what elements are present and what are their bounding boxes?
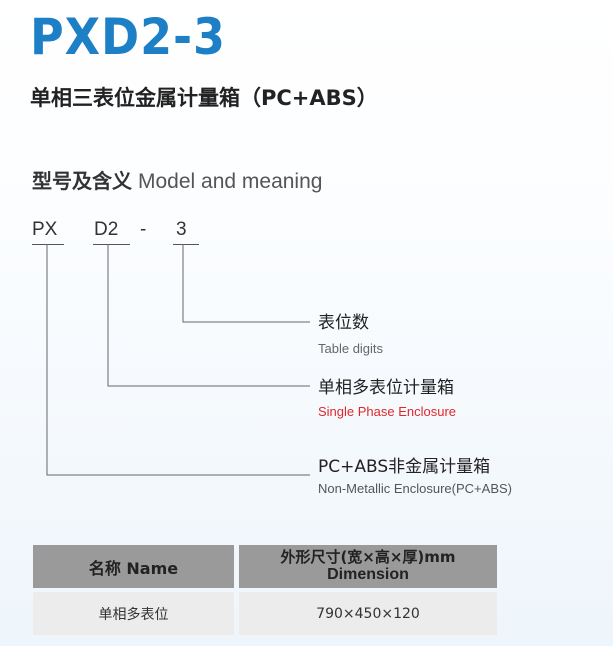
legend-series-en: Non-Metallic Enclosure(PC+ABS) <box>318 481 512 496</box>
connector-series <box>46 244 310 476</box>
legend-enclosure-type-en: Single Phase Enclosure <box>318 404 457 419</box>
table-header-name-label: 名称 Name <box>88 558 179 578</box>
connector-enclosure-type <box>107 244 310 387</box>
code-part-series: PX <box>32 219 58 240</box>
section-heading-cn: 型号及含义 <box>32 169 132 193</box>
table-header-dimension-en: Dimension <box>327 565 409 583</box>
product-subtitle: 单相三表位金属计量箱（PC+ABS） <box>30 86 378 110</box>
code-underline-series <box>32 244 64 245</box>
legend-enclosure-type-cn: 单相多表位计量箱 <box>318 378 454 398</box>
connector-table-digits <box>182 244 310 323</box>
table-header-dimension-cn: 外形尺寸(宽×高×厚)mm <box>280 548 456 567</box>
table-cell-dimension-text: 790×450×120 <box>316 605 420 622</box>
code-underline-count <box>173 244 199 245</box>
table-header-name: 名称 Name <box>33 545 234 588</box>
table-header-dimension: 外形尺寸(宽×高×厚)mm Dimension <box>239 545 497 588</box>
table-header-row: 名称 Name 外形尺寸(宽×高×厚)mm Dimension <box>33 545 497 588</box>
code-part-count: 3 <box>176 219 187 240</box>
legend-series-cn: PC+ABS非金属计量箱 <box>318 457 491 477</box>
table-cell-name: 单相多表位 <box>33 592 234 635</box>
section-heading-en: Model and meaning <box>138 170 323 193</box>
legend-table-digits-cn: 表位数 <box>318 313 369 333</box>
product-title: PXD2-3 <box>30 8 226 66</box>
code-underline-type <box>93 244 130 245</box>
legend-table-digits-en: Table digits <box>318 341 384 356</box>
code-part-type: D2 <box>94 219 119 240</box>
spec-table: 名称 Name 外形尺寸(宽×高×厚)mm Dimension 单相多表位 79… <box>33 545 497 635</box>
table-row: 单相多表位 790×450×120 <box>33 592 497 635</box>
code-part-dash: - <box>140 219 147 240</box>
table-cell-name-text: 单相多表位 <box>98 606 169 623</box>
table-cell-dimension: 790×450×120 <box>239 592 497 635</box>
section-heading: 型号及含义 Model and meaning <box>32 169 322 194</box>
